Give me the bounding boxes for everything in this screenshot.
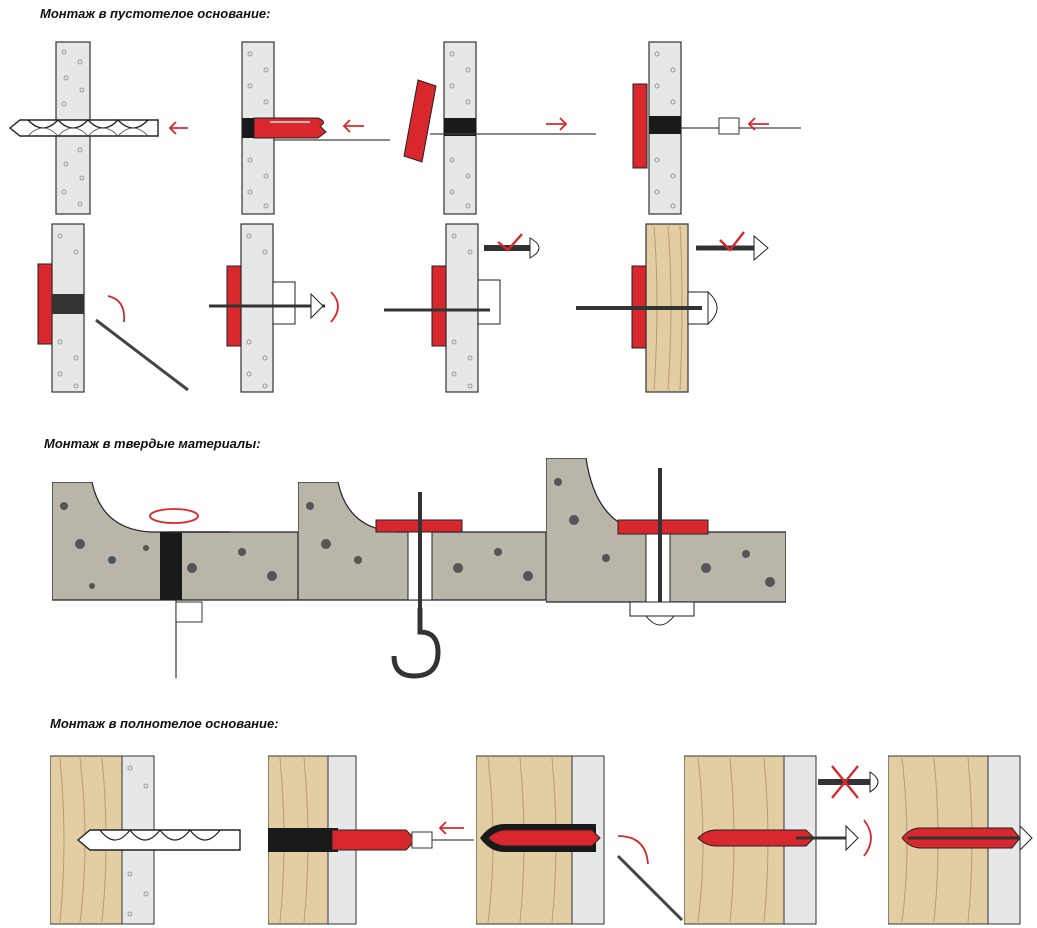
anchor-icon: [487, 829, 601, 847]
anchor-icon: [331, 829, 417, 851]
rotate-arrow-icon: [863, 819, 872, 857]
check-mark-icon: [497, 233, 523, 252]
drill-bit-icon: [8, 119, 159, 137]
screw-icon: [796, 824, 859, 852]
solid-step-2: [298, 482, 546, 679]
anchor-icon: [632, 83, 648, 169]
hollow-step-1: [8, 41, 188, 215]
push-arrow-icon: [342, 119, 364, 133]
full-body-step-3: [476, 755, 684, 925]
screw-icon: [209, 292, 325, 320]
push-arrow-icon: [747, 117, 769, 131]
rotate-arrow-icon: [107, 295, 126, 323]
hollow-step-3: [403, 41, 596, 215]
full-body-step-2: [268, 755, 474, 925]
section-title-full-body: Монтаж в полнотелое основание:: [50, 716, 279, 731]
bolt-icon: [818, 771, 879, 793]
hollow-step-4: [632, 41, 801, 215]
hook-icon: [391, 608, 441, 679]
rotate-arrow-icon: [149, 508, 199, 524]
hollow-step-7: [384, 223, 540, 393]
hollow-step-8: [576, 223, 769, 393]
full-body-step-1: [50, 755, 241, 925]
rotate-arrow-icon: [617, 835, 649, 865]
cross-mark-icon: [831, 765, 859, 799]
full-body-step-4: [684, 755, 879, 925]
section-title-hollow: Монтаж в пустотелое основание:: [40, 6, 271, 21]
full-body-step-5: [888, 755, 1033, 925]
solid-step-1: [52, 482, 298, 678]
check-mark-icon: [719, 231, 745, 252]
solid-step-3: [546, 458, 786, 626]
bolt-icon: [484, 237, 540, 259]
screw-icon: [696, 234, 769, 262]
section-title-solid-materials: Монтаж в твердые материалы:: [44, 436, 261, 451]
hollow-step-5: [37, 223, 189, 393]
hollow-step-2: [241, 41, 390, 215]
rotate-arrow-icon: [330, 291, 339, 323]
push-arrow-icon: [168, 121, 188, 135]
push-arrow-icon: [546, 117, 568, 131]
drill-bit-icon: [76, 829, 241, 851]
anchor-icon: [253, 117, 327, 139]
push-arrow-icon: [438, 821, 464, 835]
anchor-icon: [403, 79, 437, 163]
hollow-step-6: [209, 223, 339, 393]
